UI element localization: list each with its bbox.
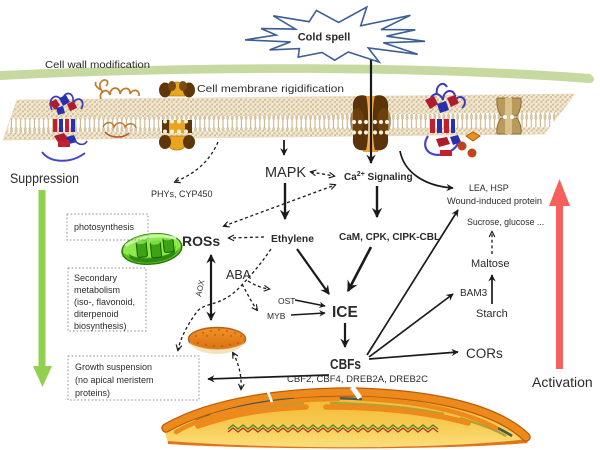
svg-text:AOX: AOX bbox=[194, 278, 206, 297]
svg-text:CaM, CPK, CIPK-CBL: CaM, CPK, CIPK-CBL bbox=[339, 232, 440, 243]
svg-text:(iso-, flavonoid,: (iso-, flavonoid, bbox=[74, 297, 135, 307]
svg-text:BAM3: BAM3 bbox=[460, 288, 488, 299]
svg-text:Maltose: Maltose bbox=[471, 258, 510, 270]
svg-text:diterpenoid: diterpenoid bbox=[74, 309, 119, 319]
svg-text:CBFs: CBFs bbox=[330, 357, 361, 373]
svg-text:Suppression: Suppression bbox=[10, 170, 79, 186]
svg-text:metabolism: metabolism bbox=[74, 285, 120, 295]
svg-text:Ca2+ Signaling: Ca2+ Signaling bbox=[344, 171, 413, 183]
svg-text:PHYs, CYP450: PHYs, CYP450 bbox=[151, 189, 213, 199]
svg-text:Activation: Activation bbox=[532, 374, 593, 390]
svg-text:Cold spell: Cold spell bbox=[298, 32, 351, 44]
svg-text:MYB: MYB bbox=[267, 311, 286, 321]
svg-text:photosynthesis: photosynthesis bbox=[74, 222, 135, 232]
svg-text:ICE: ICE bbox=[332, 304, 358, 321]
svg-text:Starch: Starch bbox=[476, 308, 508, 320]
svg-text:(no apical meristem: (no apical meristem bbox=[75, 375, 154, 385]
svg-text:ROSs: ROSs bbox=[182, 233, 220, 249]
svg-text:CBF2, CBF4, DREB2A, DREB2C: CBF2, CBF4, DREB2A, DREB2C bbox=[287, 374, 428, 385]
svg-text:Sucrose, glucose ...: Sucrose, glucose ... bbox=[467, 217, 544, 227]
svg-text:Growth suspension: Growth suspension bbox=[75, 362, 152, 372]
svg-text:MAPK: MAPK bbox=[265, 165, 306, 181]
svg-text:CORs: CORs bbox=[466, 346, 503, 361]
svg-text:Cell membrane rigidification: Cell membrane rigidification bbox=[197, 83, 344, 95]
svg-text:Secondary: Secondary bbox=[74, 273, 118, 283]
svg-text:ABA: ABA bbox=[226, 268, 252, 282]
svg-text:OST: OST bbox=[278, 296, 295, 306]
svg-text:Ethylene: Ethylene bbox=[271, 234, 314, 245]
svg-text:Wound-induced protein: Wound-induced protein bbox=[447, 196, 542, 206]
svg-text:proteins): proteins) bbox=[75, 388, 110, 398]
svg-text:biosynthesis): biosynthesis) bbox=[74, 321, 127, 331]
svg-text:Cell wall modification: Cell wall modification bbox=[45, 60, 150, 71]
svg-text:LEA, HSP: LEA, HSP bbox=[469, 183, 509, 193]
